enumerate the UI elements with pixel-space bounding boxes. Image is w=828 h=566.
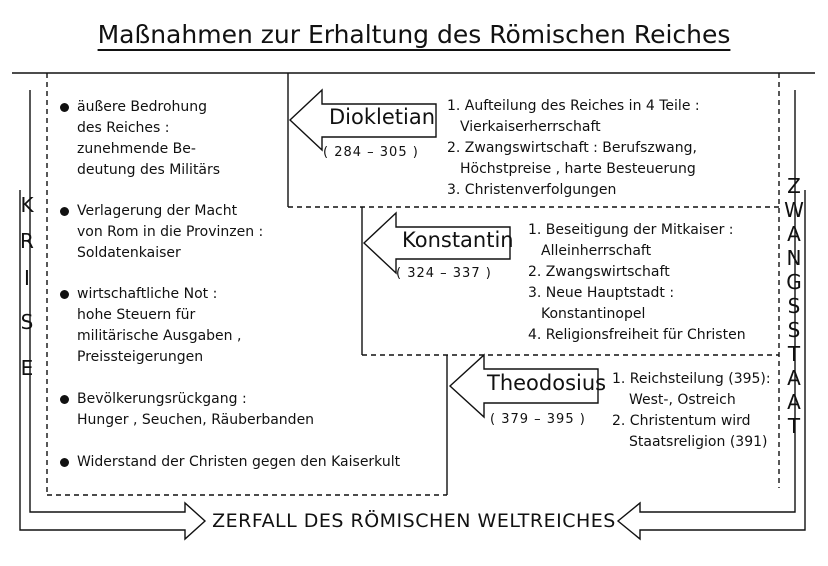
measure-line: Alleinherrschaft bbox=[541, 243, 652, 259]
emperor-years: ( 324 – 337 ) bbox=[396, 266, 492, 281]
emperor-years: ( 284 – 305 ) bbox=[323, 145, 419, 160]
krise-letter: R bbox=[20, 229, 34, 253]
left-bottom-arrow bbox=[19, 490, 207, 541]
measure-line: 4. Religionsfreiheit für Christen bbox=[528, 327, 746, 343]
cause-line: deutung des Militärs bbox=[77, 162, 221, 178]
measure-line: West-, Ostreich bbox=[629, 392, 736, 408]
zwangsstaat-letter: A bbox=[787, 222, 801, 246]
measure-line: Vierkaiserherrschaft bbox=[460, 119, 601, 135]
zwangsstaat-letter: N bbox=[786, 246, 802, 270]
measure-line: 1. Reichsteilung (395): bbox=[612, 371, 771, 387]
right-bottom-arrow bbox=[616, 495, 806, 541]
zwangsstaat-letter: T bbox=[787, 414, 801, 438]
emperor-years: ( 379 – 395 ) bbox=[490, 412, 586, 427]
cause-line: Widerstand der Christen gegen den Kaiser… bbox=[77, 454, 401, 470]
krise-letter: K bbox=[20, 193, 34, 217]
cause-line: wirtschaftliche Not : bbox=[77, 286, 218, 302]
cause-line: militärische Ausgaben , bbox=[77, 328, 242, 344]
diokletian-arrow bbox=[288, 88, 437, 152]
cause-line: Preissteigerungen bbox=[77, 349, 204, 365]
konstantin-arrow bbox=[362, 211, 511, 275]
measure-line: 1. Aufteilung des Reiches in 4 Teile : bbox=[447, 98, 700, 114]
cause-line: des Reiches : bbox=[77, 120, 170, 136]
zwangsstaat-letter: S bbox=[787, 318, 801, 342]
bullet-icon bbox=[60, 207, 69, 216]
cause-line: hohe Steuern für bbox=[77, 307, 196, 323]
page-title: Maßnahmen zur Erhaltung des Römischen Re… bbox=[97, 20, 731, 49]
measure-line: Höchstpreise , harte Besteuerung bbox=[460, 161, 696, 177]
krise-letter: E bbox=[20, 356, 34, 380]
measure-line: 3. Neue Hauptstadt : bbox=[528, 285, 675, 301]
measure-line: 1. Beseitigung der Mitkaiser : bbox=[528, 222, 734, 238]
emperor-name: Konstantin bbox=[402, 228, 514, 252]
bottom-label: ZERFALL DES RÖMISCHEN WELTREICHES bbox=[212, 510, 616, 532]
zwangsstaat-letter: A bbox=[787, 366, 801, 390]
theodosius-arrow bbox=[448, 353, 599, 419]
zwangsstaat-letter: A bbox=[787, 390, 801, 414]
zwangsstaat-letter: G bbox=[786, 270, 802, 294]
measure-line: 2. Christentum wird bbox=[612, 413, 751, 429]
cause-line: Verlagerung der Macht bbox=[77, 203, 238, 219]
zwangsstaat-letter: W bbox=[784, 198, 804, 222]
measure-line: 2. Zwangswirtschaft : Berufszwang, bbox=[447, 140, 697, 156]
bullet-icon bbox=[60, 290, 69, 299]
zwangsstaat-letter: T bbox=[787, 342, 801, 366]
bullet-icon bbox=[60, 458, 69, 467]
emperor-name: Diokletian bbox=[329, 105, 436, 129]
measure-line: Staatsreligion (391) bbox=[629, 434, 768, 450]
measure-line: Konstantinopel bbox=[541, 306, 646, 322]
cause-line: äußere Bedrohung bbox=[77, 99, 208, 115]
cause-line: Hunger , Seuchen, Räuberbanden bbox=[77, 412, 315, 428]
measure-line: 2. Zwangswirtschaft bbox=[528, 264, 670, 280]
bullet-icon bbox=[60, 103, 69, 112]
cause-line: von Rom in die Provinzen : bbox=[77, 224, 264, 240]
emperor-name: Theodosius bbox=[487, 371, 607, 395]
measure-line: 3. Christenverfolgungen bbox=[447, 182, 617, 198]
krise-letter: S bbox=[20, 310, 34, 334]
cause-line: Soldatenkaiser bbox=[77, 245, 181, 261]
cause-line: zunehmende Be- bbox=[77, 141, 196, 157]
zwangsstaat-letter: S bbox=[787, 294, 801, 318]
cause-line: Bevölkerungsrückgang : bbox=[77, 391, 247, 407]
krise-letter: I bbox=[24, 266, 30, 290]
bullet-icon bbox=[60, 395, 69, 404]
zwangsstaat-letter: Z bbox=[787, 174, 801, 198]
